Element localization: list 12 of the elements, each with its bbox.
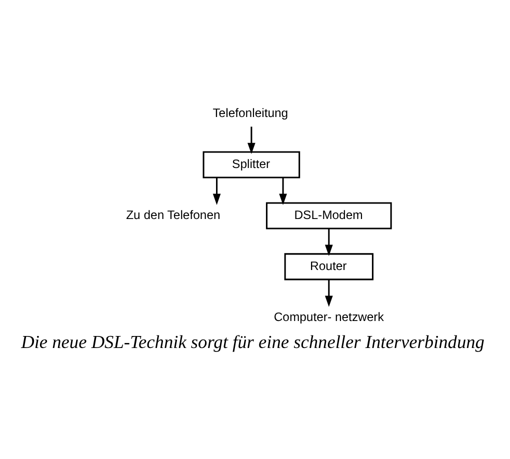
node-text: Telefonleitung: [212, 105, 288, 120]
arrow: [212, 177, 221, 205]
caption: Die neue DSL-Technik sorgt für eine schneller Interverbindung: [21, 332, 484, 352]
node-text: Computer- netzwerk: [274, 309, 384, 324]
arrow: [279, 177, 287, 205]
node-box: Router: [284, 252, 374, 280]
node-text: Zu den Telefonen: [126, 207, 220, 222]
node-box: Splitter: [202, 150, 300, 178]
node-box: DSL-Modem: [266, 202, 392, 229]
arrow: [248, 126, 256, 154]
arrow: [324, 228, 333, 256]
arrow: [324, 279, 333, 306]
